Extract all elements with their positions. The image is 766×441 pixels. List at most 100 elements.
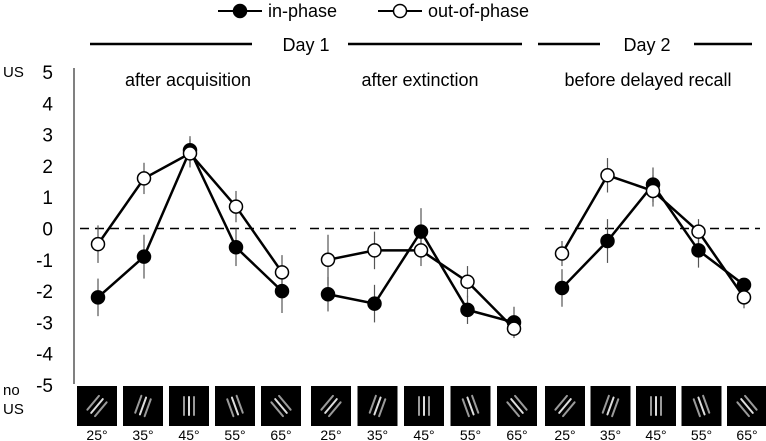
grating-stripe	[274, 398, 288, 414]
grating-stripe	[320, 394, 334, 411]
data-point-out-of-phase	[600, 168, 615, 183]
data-point-in-phase	[274, 283, 290, 299]
grating-stripes	[368, 394, 387, 418]
grating-stripes	[226, 394, 244, 418]
grating-stripes	[134, 394, 152, 418]
data-point-out-of-phase	[367, 243, 382, 258]
data-point-in-phase	[136, 249, 152, 264]
y-axis-bottom-label-line2: US	[3, 401, 24, 418]
data-point-out-of-phase	[506, 321, 522, 336]
data-point-in-phase	[320, 286, 336, 302]
x-tick-label: 35°	[600, 427, 621, 441]
data-point-in-phase	[460, 302, 475, 318]
panel-3: before delayed recall 25° 35° 45° 55° 65°	[545, 70, 766, 441]
grating-stripes	[183, 395, 195, 416]
grating-stripes	[601, 394, 620, 418]
panel-title: after extinction	[361, 70, 478, 90]
grating-stripe	[702, 394, 711, 414]
panel-title: before delayed recall	[564, 70, 731, 90]
grating-stripes	[461, 394, 480, 418]
legend: in-phase out-of-phase	[218, 1, 529, 21]
grating-stripe	[601, 394, 610, 414]
data-point-out-of-phase	[274, 265, 290, 280]
data-point-out-of-phase	[90, 236, 106, 252]
y-tick-label: -4	[36, 345, 53, 366]
x-tick-label: 25°	[320, 427, 341, 441]
grating-stripe	[368, 394, 377, 414]
data-point-in-phase	[367, 296, 382, 311]
x-tick-label: 45°	[178, 427, 199, 441]
grating-stripe	[230, 396, 240, 416]
legend-in-phase-label: in-phase	[268, 1, 337, 21]
y-axis-top-label: US	[3, 64, 24, 81]
x-tick-label: 45°	[645, 427, 666, 441]
y-tick-label: 1	[42, 188, 53, 209]
grating-stripe	[744, 394, 758, 411]
grating-stripes	[736, 394, 758, 418]
grating-stripes	[650, 396, 662, 417]
grating-stripe	[270, 401, 284, 418]
grating-stripes	[320, 394, 342, 418]
data-point-in-phase	[736, 277, 752, 293]
y-axis-bottom-label-line1: no	[3, 382, 20, 399]
y-tick-label: 5	[42, 63, 53, 84]
grating-stripe	[506, 401, 520, 418]
y-tick-label: 4	[42, 94, 53, 115]
grating-stripe	[138, 396, 148, 416]
grating-stripe	[697, 396, 706, 416]
grating-stripe	[134, 394, 143, 414]
grating-stripe	[324, 398, 338, 414]
grating-stripe	[378, 398, 387, 418]
y-tick-label: -1	[36, 251, 53, 272]
x-tick-label: 25°	[554, 427, 575, 441]
data-point-in-phase	[228, 240, 244, 255]
data-point-out-of-phase	[554, 246, 570, 261]
x-tick-label: 65°	[270, 427, 291, 441]
x-tick-label: 55°	[224, 427, 245, 441]
y-tick-label: 0	[42, 220, 53, 241]
grating-stripe	[740, 398, 754, 414]
y-tick-label: 2	[42, 157, 53, 178]
x-tick-label: 55°	[460, 427, 481, 441]
x-tick-label: 35°	[132, 427, 153, 441]
grating-stripe	[94, 401, 108, 418]
grating-stripe	[278, 394, 292, 411]
grating-stripe	[558, 398, 572, 414]
grating-stripes	[86, 394, 108, 418]
y-tick-label: -2	[36, 282, 53, 303]
legend-out-of-phase-label: out-of-phase	[428, 1, 529, 21]
day2-label: Day 2	[623, 35, 670, 55]
grating-stripe	[510, 398, 524, 414]
grating-stripe	[611, 398, 620, 418]
grating-stripe	[235, 394, 244, 414]
x-tick-label: 25°	[86, 427, 107, 441]
grating-stripe	[471, 394, 480, 414]
series-line-in-phase	[97, 147, 283, 299]
y-tick-label: -3	[36, 313, 53, 334]
data-point-out-of-phase	[645, 183, 661, 199]
data-point-in-phase	[90, 290, 106, 305]
data-point-in-phase	[691, 243, 706, 258]
data-point-in-phase	[413, 224, 429, 239]
x-tick-label: 65°	[506, 427, 527, 441]
grating-stripe	[692, 398, 701, 418]
data-point-out-of-phase	[136, 171, 152, 186]
x-tick-label: 65°	[736, 427, 757, 441]
grating-stripe	[554, 394, 568, 411]
grating-stripe	[226, 398, 235, 418]
x-tick-label: 55°	[691, 427, 712, 441]
grating-stripes	[554, 394, 576, 418]
day-headers: Day 1 Day 2	[90, 35, 752, 55]
grating-stripe	[736, 401, 750, 418]
grating-stripe	[606, 396, 615, 416]
y-tick-label: -5	[36, 376, 53, 397]
grating-stripe	[562, 401, 576, 418]
grating-stripe	[328, 401, 342, 418]
legend-out-of-phase-marker	[392, 3, 408, 19]
grating-stripe	[466, 396, 475, 416]
grating-stripes	[270, 394, 292, 418]
